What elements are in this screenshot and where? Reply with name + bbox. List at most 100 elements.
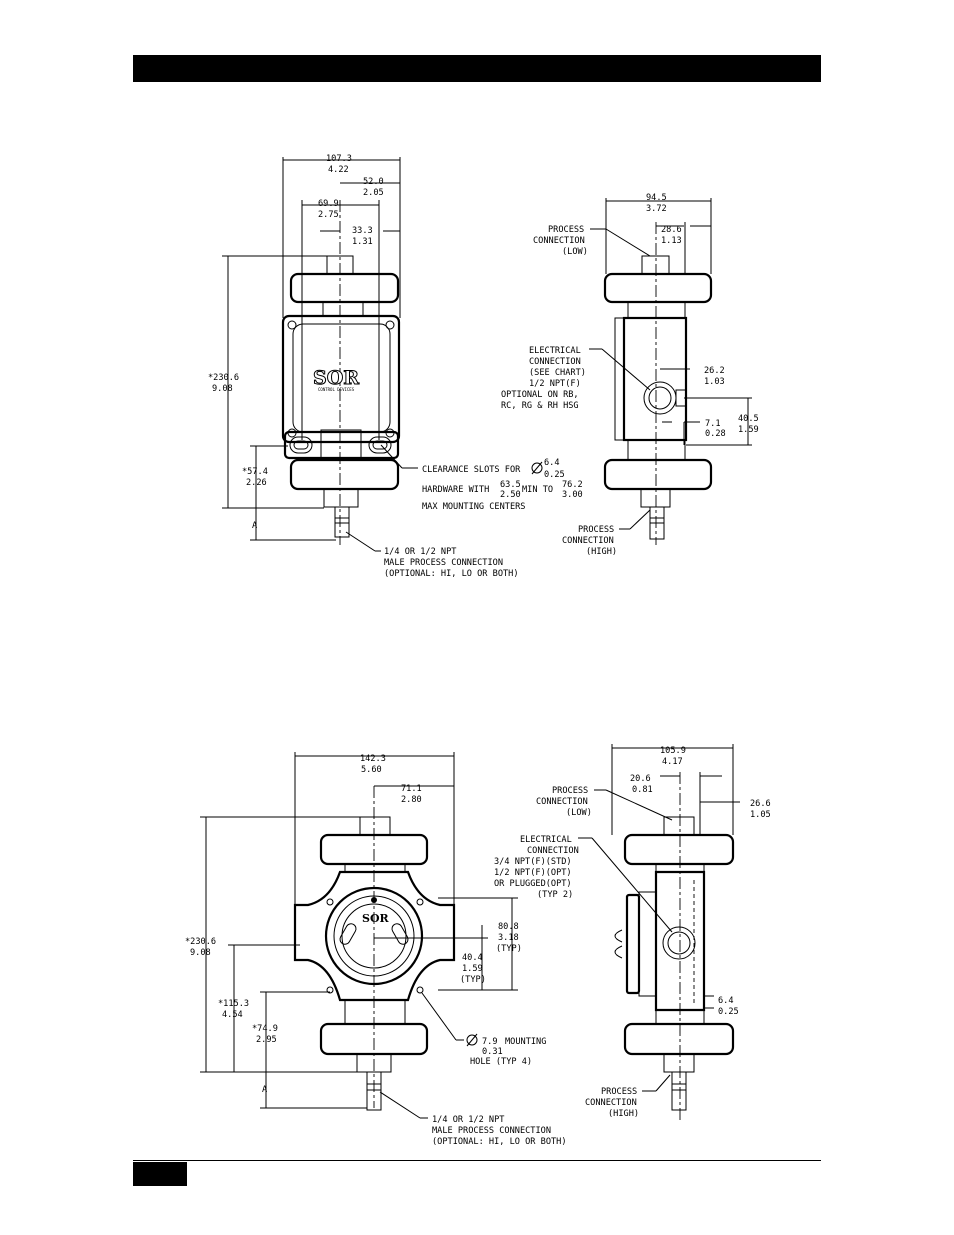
dim-bs-right: 26.6 [750, 799, 771, 809]
process-high-1: PROCESS [578, 525, 614, 535]
process-low-2: CONNECTION [533, 236, 585, 246]
dim-b-typ1-in: 3.18 [498, 933, 519, 943]
bs-electrical-1: ELECTRICAL [520, 835, 572, 845]
dim-height: *230.6 [208, 373, 239, 383]
dim-side-width: 94.5 [646, 193, 667, 203]
dim-side-port: 28.6 [661, 225, 682, 235]
dim-b-typ2: 40.4 [462, 953, 483, 963]
header-bar [133, 55, 821, 82]
dim-b-offset: 71.1 [401, 784, 422, 794]
dim-bs-port: 20.6 [630, 774, 651, 784]
process-note-1: 1/4 OR 1/2 NPT [384, 547, 456, 557]
electrical-2: CONNECTION [529, 357, 581, 367]
bs-process-high-2: CONNECTION [585, 1098, 637, 1108]
dim-right-offset: 52.0 [363, 177, 384, 187]
max-mm: 76.2 [562, 480, 583, 490]
dim-overall-width-in: 4.22 [328, 165, 349, 175]
process-note-2: MALE PROCESS CONNECTION [384, 558, 503, 568]
dim-slot-span: 69.9 [318, 199, 339, 209]
bs-electrical-4: 1/2 NPT(F)(OPT) [494, 868, 572, 878]
clearance-dia-in: 0.25 [544, 470, 565, 480]
dim-b-mid: *115.3 [218, 999, 249, 1009]
dim-side-elec: 26.2 [704, 366, 725, 376]
min-in: 2.50 [500, 490, 521, 500]
hardware-label: HARDWARE WITH [422, 485, 489, 495]
dim-b-height-in: 9.08 [190, 948, 211, 958]
dim-b-low-in: 2.95 [256, 1035, 277, 1045]
process-note-3: (OPTIONAL: HI, LO OR BOTH) [384, 569, 519, 579]
dim-side-elec-h-in: 0.28 [705, 429, 726, 439]
process-high-2: CONNECTION [562, 536, 614, 546]
electrical-5: OPTIONAL ON RB, [501, 390, 579, 400]
dim-bs-small: 6.4 [718, 996, 734, 1006]
bs-electrical-5: OR PLUGGED(OPT) [494, 879, 572, 889]
dim-b-typ1: 80.8 [498, 922, 519, 932]
dim-bs-width-in: 4.17 [662, 757, 683, 767]
clearance-dia: 6.4 [544, 458, 560, 468]
bottom-side-view: 105.9 4.17 20.6 0.81 26.6 1.05 PROCESS C… [494, 744, 771, 1122]
bs-process-low-3: (LOW) [566, 808, 592, 818]
bs-electrical-6: (TYP 2) [537, 890, 573, 900]
mount-dia: 7.9 [482, 1037, 498, 1047]
dim-lower: *57.4 [242, 467, 268, 477]
dim-side-elec-v-in: 1.59 [738, 425, 759, 435]
top-side-view: 94.5 3.72 28.6 1.13 PROCESS CONNECTION (… [501, 193, 759, 557]
process-low-3: (LOW) [562, 247, 588, 257]
electrical-3: (SEE CHART) [529, 368, 586, 378]
mount-text: MOUNTING [505, 1037, 546, 1047]
dim-bs-width: 105.9 [660, 746, 686, 756]
footer-rule [133, 1160, 821, 1161]
electrical-1: ELECTRICAL [529, 346, 581, 356]
mount-hole: HOLE (TYP 4) [470, 1057, 532, 1067]
mount-dia-in: 0.31 [482, 1047, 503, 1057]
b-process-note-3: (OPTIONAL: HI, LO OR BOTH) [432, 1137, 567, 1147]
dim-b-width: 142.3 [360, 754, 386, 764]
max-in: 3.00 [562, 490, 583, 500]
dim-b-height: *230.6 [185, 937, 216, 947]
dim-b-offset-in: 2.80 [401, 795, 422, 805]
electrical-4: 1/2 NPT(F) [529, 379, 581, 389]
dim-right-offset-in: 2.05 [363, 188, 384, 198]
min-to: MIN TO [522, 485, 553, 495]
dim-side-elec-v: 40.5 [738, 414, 759, 424]
bs-process-low-1: PROCESS [552, 786, 588, 796]
dim-height-in: 9.08 [212, 384, 233, 394]
footer-block [133, 1162, 187, 1186]
dim-port-offset-in: 1.31 [352, 237, 373, 247]
dim-side-elec-in: 1.03 [704, 377, 725, 387]
dim-side-port-in: 1.13 [661, 236, 682, 246]
dim-lower-in: 2.26 [246, 478, 267, 488]
bs-process-low-2: CONNECTION [536, 797, 588, 807]
dim-side-elec-h: 7.1 [705, 419, 721, 429]
dim-a: A [252, 521, 258, 531]
dim-port-offset: 33.3 [352, 226, 373, 236]
dim-b-typ2-in: 1.59 [462, 964, 483, 974]
bs-electrical-3: 3/4 NPT(F)(STD) [494, 857, 572, 867]
sor-logo-b: SOR [362, 912, 390, 925]
dim-bs-small-in: 0.25 [718, 1007, 739, 1017]
sor-logo: SOR [313, 367, 359, 389]
process-high-3: (HIGH) [586, 547, 617, 557]
clearance-label: CLEARANCE SLOTS FOR [422, 465, 521, 475]
b-process-note-1: 1/4 OR 1/2 NPT [432, 1115, 504, 1125]
bottom-front-view: 142.3 5.60 71.1 2.80 SOR *230 [185, 752, 567, 1147]
min-mm: 63.5 [500, 480, 521, 490]
dim-bs-right-in: 1.05 [750, 810, 771, 820]
dim-b-width-in: 5.60 [361, 765, 382, 775]
bs-process-high-1: PROCESS [601, 1087, 637, 1097]
dim-b-low: *74.9 [252, 1024, 278, 1034]
bs-electrical-2: CONNECTION [527, 846, 579, 856]
dim-overall-width: 107.3 [326, 154, 352, 164]
b-process-note-2: MALE PROCESS CONNECTION [432, 1126, 551, 1136]
sor-logo-subtitle: CONTROL DEVICES [318, 387, 355, 392]
dim-b-typ2-label: (TYP) [460, 975, 486, 985]
bs-process-high-3: (HIGH) [608, 1109, 639, 1119]
max-mounting-label: MAX MOUNTING CENTERS [422, 502, 525, 512]
dim-slot-span-in: 2.75 [318, 210, 339, 220]
dim-b-a: A [262, 1085, 268, 1095]
dim-side-width-in: 3.72 [646, 204, 667, 214]
top-front-view: 107.3 4.22 52.0 2.05 69.9 2.75 33.3 1.31… [208, 154, 583, 579]
electrical-6: RC, RG & RH HSG [501, 401, 579, 411]
process-low-1: PROCESS [548, 225, 584, 235]
